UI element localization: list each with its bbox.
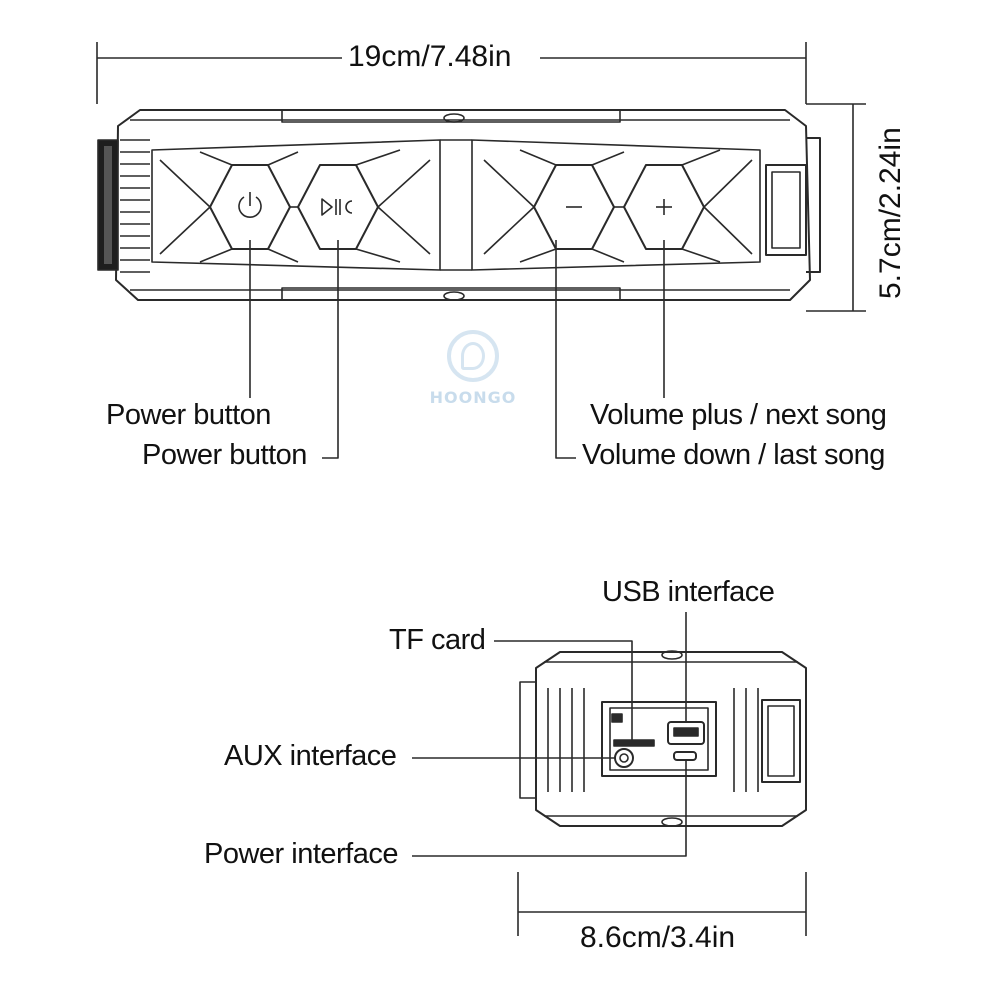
play-pause-button-label: Power button xyxy=(142,439,307,471)
depth-dimension xyxy=(517,872,807,936)
depth-dimension-label: 8.6cm/3.4in xyxy=(574,923,742,953)
power-icon xyxy=(238,192,262,218)
speaker-side-view xyxy=(519,650,807,827)
front-callout-lines xyxy=(249,240,665,459)
aux-interface-label: AUX interface xyxy=(224,740,397,772)
height-dimension xyxy=(806,103,866,312)
power-interface-label: Power interface xyxy=(204,838,399,870)
usb-interface-label: USB interface xyxy=(602,576,775,608)
side-ribs xyxy=(547,688,759,792)
x-pattern xyxy=(159,149,753,263)
height-dimension-label: 5.7cm/2.24in xyxy=(874,121,907,305)
volume-plus-label: Volume plus / next song xyxy=(590,399,887,431)
speaker-front-view xyxy=(97,109,821,301)
hex-buttons xyxy=(209,164,705,250)
left-ribs xyxy=(120,139,150,273)
watermark-text: HOONGO xyxy=(429,388,517,407)
width-dimension xyxy=(96,42,807,104)
side-callout-lines xyxy=(412,612,687,857)
play-pause-icon xyxy=(321,198,353,216)
power-button-label: Power button xyxy=(106,399,271,431)
watermark-logo-icon xyxy=(447,330,499,382)
tf-card-label: TF card xyxy=(389,624,486,656)
plus-icon xyxy=(656,199,672,215)
volume-down-label: Volume down / last song xyxy=(582,439,885,471)
width-dimension-label: 19cm/7.48in xyxy=(342,42,518,72)
brand-watermark: HOONGO xyxy=(428,330,518,407)
